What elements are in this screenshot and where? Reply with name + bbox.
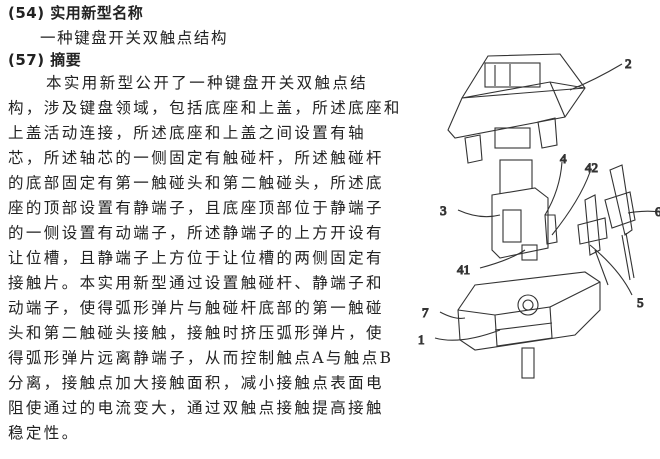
abstract-line: 让位槽，且静端子上方位于让位槽的两侧固定有 — [8, 249, 384, 267]
abstract-line: 构，涉及键盘领域，包括底座和上盖，所述底座和 — [8, 99, 402, 117]
label-42: 42 — [585, 160, 598, 175]
base-part — [457, 271, 601, 379]
exploded-view-figure: 2 4 42 3 41 6 5 7 1 — [417, 53, 660, 379]
abstract-line: 本实用新型公开了一种键盘开关双触点结 — [46, 74, 369, 92]
name-heading: (54) 实用新型名称 — [8, 4, 144, 22]
abstract-line: 座的顶部设置有静端子，且底座顶部位于静端子 — [8, 199, 384, 217]
static-terminal-part — [577, 194, 609, 286]
abstract-line: 动端子，使得弧形弹片与触碰杆底部的第一触碰 — [8, 299, 384, 317]
abstract-line: 得弧形弹片远离静端子，从而控制触点A与触点B — [8, 349, 394, 367]
label-2: 2 — [625, 56, 632, 71]
label-6: 6 — [655, 204, 660, 219]
abstract-line: 芯，所述轴芯的一侧固定有触碰杆，所述触碰杆 — [8, 149, 384, 167]
abstract-line: 头和第二触碰头接触，接触时挤压弧形弹片，使 — [8, 324, 384, 342]
label-7: 7 — [422, 305, 429, 320]
label-4: 4 — [560, 151, 567, 166]
moving-terminal-part — [604, 164, 636, 281]
abstract-line: 的一侧设置有动端子，所述静端子的上方开设有 — [8, 224, 384, 242]
abstract-line: 稳定性。 — [8, 424, 80, 442]
abstract-line: 阻使通过的电流变大，通过双触点接触提高接触 — [8, 399, 384, 417]
abstract-text: 本实用新型公开了一种键盘开关双触点结构，涉及键盘领域，包括底座和上盖，所述底座和… — [8, 71, 402, 446]
label-1: 1 — [418, 332, 425, 347]
stem-part — [491, 159, 558, 261]
abstract-line: 接触片。本实用新型通过设置触碰杆、静端子和 — [8, 274, 384, 292]
label-3: 3 — [440, 203, 447, 218]
label-5: 5 — [637, 295, 644, 310]
label-41: 41 — [457, 262, 470, 277]
abstract-line: 上盖活动连接，所述底座和上盖之间设置有轴 — [8, 124, 367, 142]
utility-model-name: 一种键盘开关双触点结构 — [40, 29, 229, 47]
abstract-line: 的底部固定有第一触碰头和第二触碰头，所述底 — [8, 174, 384, 192]
top-cover-part — [447, 53, 586, 164]
abstract-heading: (57) 摘要 — [8, 51, 82, 69]
abstract-line: 分离，接触点加大接触面积，减小接触点表面电 — [8, 374, 384, 392]
